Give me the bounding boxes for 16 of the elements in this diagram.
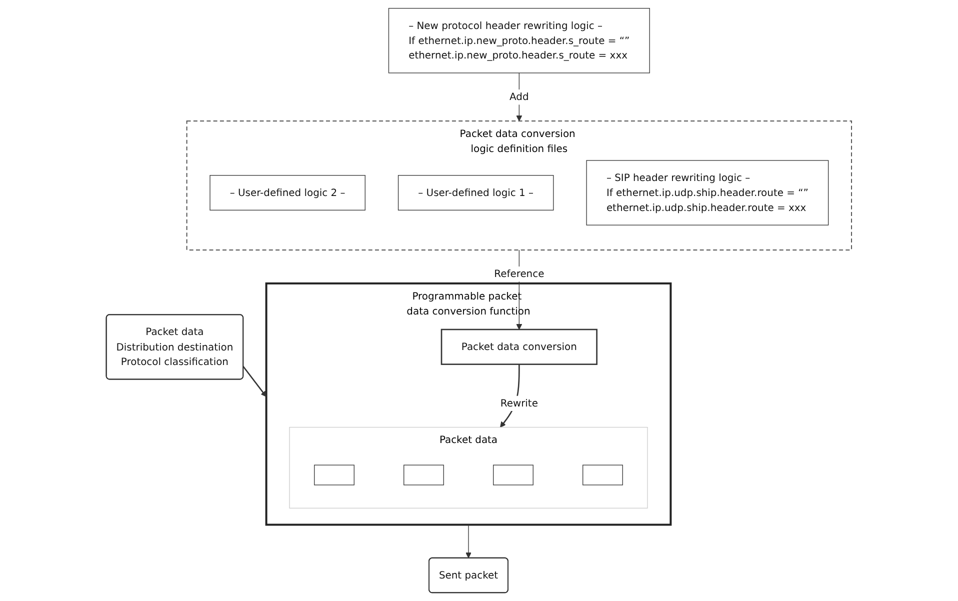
edge-label: Add bbox=[510, 90, 529, 103]
node-box: – SIP header rewriting logic – If ethernet.ip.udp.ship.header.route = “” ethernet.ip.udp.ship.header.route = xxx bbox=[586, 160, 829, 226]
node-box: – User-defined logic 2 – bbox=[210, 175, 366, 210]
node-box: – New protocol header rewriting logic – If ethernet.ip.new_proto.header.s_route = “” ethernet.ip.new_proto.header.s_route = xxx bbox=[388, 8, 650, 74]
arrow bbox=[466, 524, 472, 558]
cluster: Packet data bbox=[289, 426, 648, 508]
node-box: Packet data conversion bbox=[440, 328, 598, 365]
node-box bbox=[582, 464, 624, 486]
node-box bbox=[404, 464, 444, 486]
edge-label: Reference bbox=[494, 268, 544, 280]
node-box bbox=[314, 464, 355, 486]
edge-label: Rewrite bbox=[500, 397, 538, 410]
arrow bbox=[516, 72, 522, 122]
node-box: – User-defined logic 1 – bbox=[398, 175, 554, 210]
node-box bbox=[493, 464, 534, 486]
arrow bbox=[242, 366, 267, 397]
